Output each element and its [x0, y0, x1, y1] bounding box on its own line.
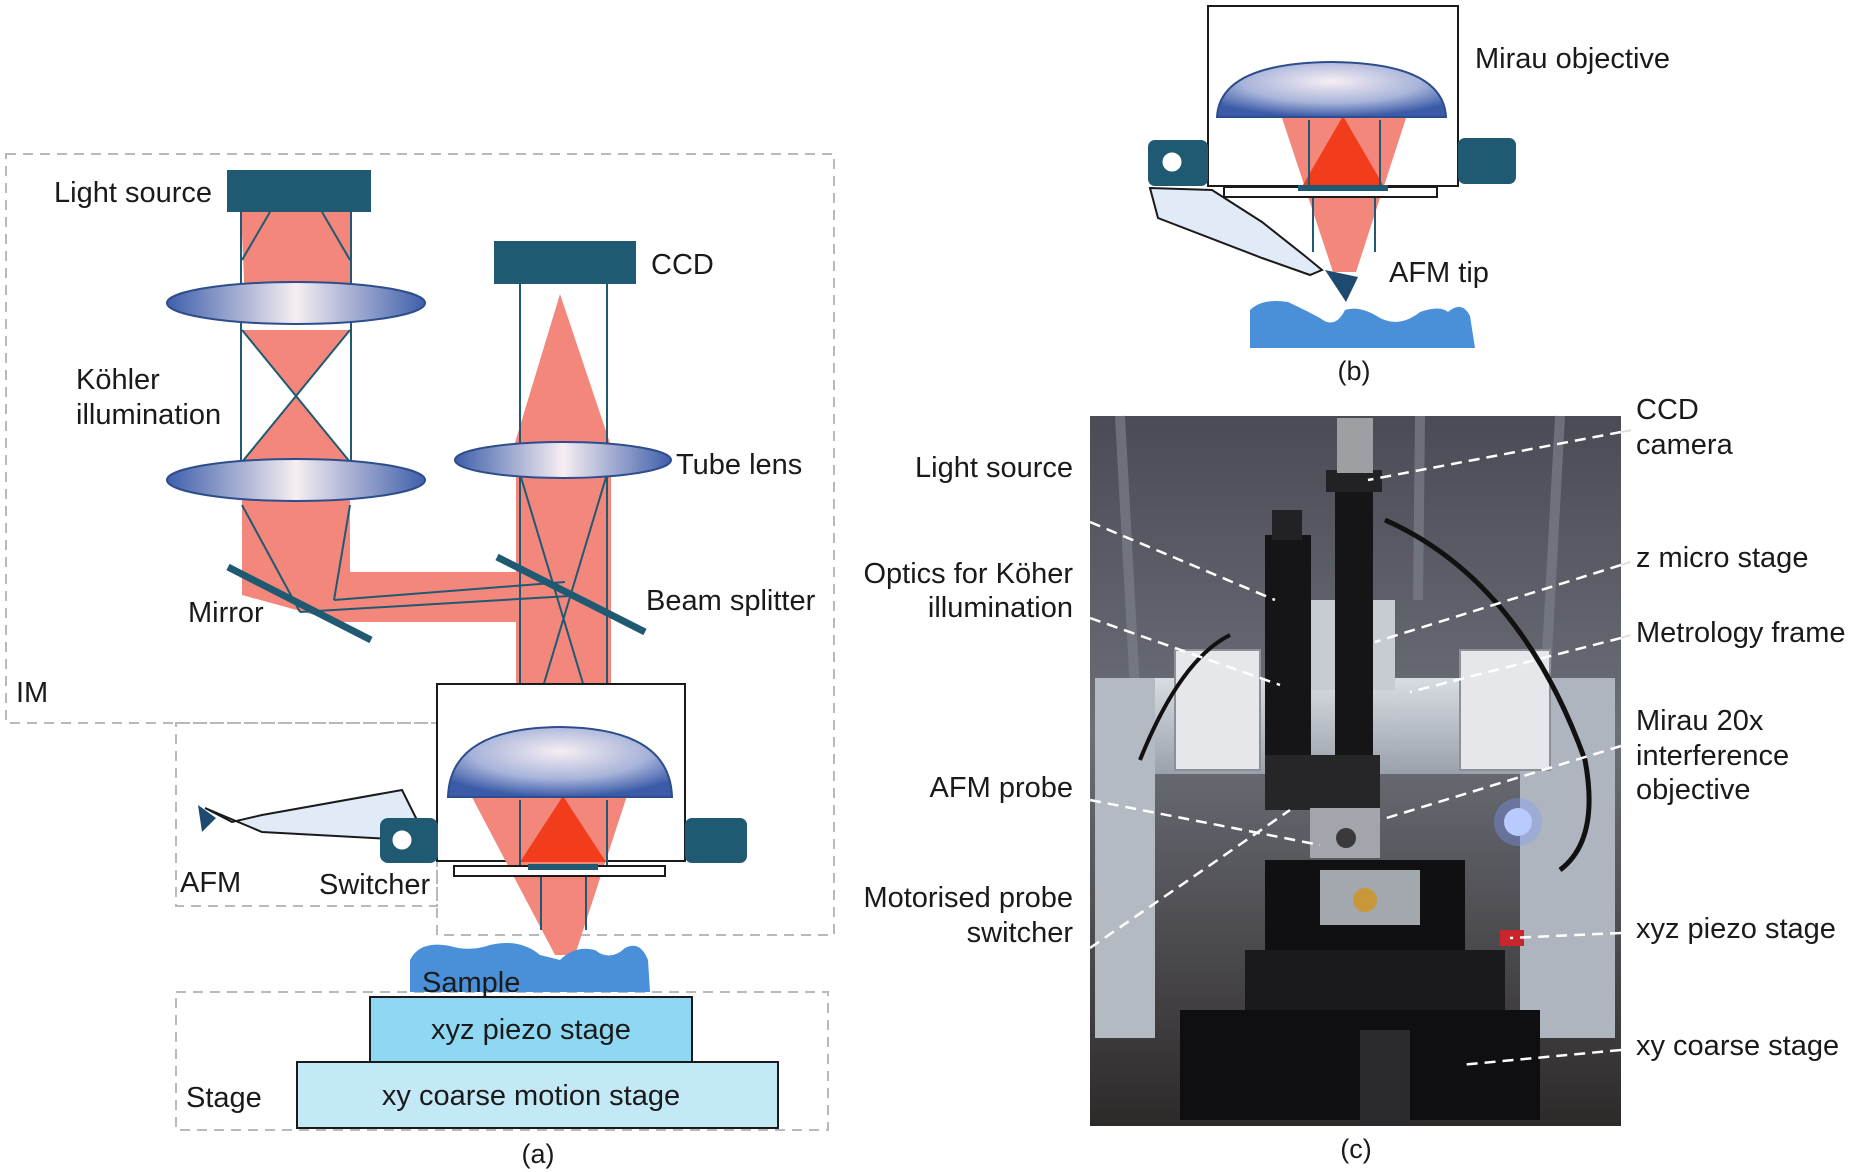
instrument-photo — [1090, 415, 1621, 1126]
label-mirau-objective: Mirau objective — [1475, 43, 1670, 75]
label-c-xyz-piezo-stage: xyz piezo stage — [1636, 913, 1836, 945]
leader-extensions — [1620, 429, 1634, 639]
objective-side-mount — [685, 818, 747, 863]
sample-surface-b — [1250, 301, 1475, 348]
xyz-piezo-stage-block — [369, 996, 693, 1063]
label-c-light-source: Light source — [915, 452, 1073, 484]
caption-c: (c) — [1340, 1134, 1371, 1164]
label-c-metrology-frame: Metrology frame — [1636, 617, 1846, 649]
label-kohler-2: illumination — [76, 399, 221, 431]
afm-dashed-boundary — [175, 722, 438, 907]
label-c-mirau-2: interference — [1636, 740, 1789, 772]
switcher-knob — [389, 827, 415, 853]
panel-a: Light source CCD Köhler illumination Tub… — [5, 153, 835, 1169]
kohler-lens-upper — [166, 281, 426, 325]
caption-b: (b) — [1338, 356, 1371, 386]
label-c-afm-probe: AFM probe — [930, 772, 1073, 804]
label-afm-tip: AFM tip — [1389, 257, 1489, 289]
afm-cantilever-b — [1148, 186, 1324, 277]
label-c-switcher-2: switcher — [967, 917, 1074, 949]
objective-lens — [446, 725, 674, 798]
label-stage: Stage — [186, 1082, 262, 1114]
label-ccd: CCD — [651, 249, 714, 281]
label-c-switcher-1: Motorised probe — [863, 882, 1073, 914]
label-c-mirau-1: Mirau 20x — [1636, 705, 1764, 737]
label-sample: Sample — [422, 967, 520, 999]
switcher-knob-b — [1159, 149, 1185, 175]
objective-side-mount-b — [1458, 138, 1516, 184]
label-light-source: Light source — [54, 177, 212, 209]
tube-lens — [454, 441, 672, 479]
illumination-beam — [241, 212, 351, 301]
leader-lines — [1089, 430, 1622, 1067]
label-c-optics-2: illumination — [928, 592, 1073, 624]
label-im: IM — [16, 677, 48, 709]
objective-focus-triangle-b — [1300, 116, 1386, 190]
label-switcher: Switcher — [319, 869, 431, 901]
objective-rays-b — [1308, 120, 1381, 252]
afm-tip-a — [198, 805, 216, 832]
panel-c: Light source Optics for Köher illuminati… — [863, 394, 1845, 1164]
label-xy-coarse-motion-stage: xy coarse motion stage — [382, 1080, 680, 1112]
label-c-ccd-1: CCD — [1636, 394, 1699, 426]
caption-a: (a) — [522, 1139, 555, 1169]
imaging-beam-cone — [514, 294, 611, 446]
label-c-mirau-3: objective — [1636, 774, 1750, 806]
afm-cantilever — [204, 788, 420, 842]
mirror — [226, 563, 373, 644]
label-c-xy-coarse-stage: xy coarse stage — [1636, 1030, 1839, 1062]
label-afm: AFM — [180, 867, 241, 899]
label-xyz-piezo-stage: xyz piezo stage — [431, 1014, 631, 1046]
label-kohler-1: Köhler — [76, 364, 160, 396]
reference-mirror — [528, 864, 598, 870]
panel-b: Mirau objective AFM tip (b) — [1148, 5, 1670, 386]
label-tube-lens: Tube lens — [676, 449, 802, 481]
beam-splitter — [495, 553, 647, 636]
ccd-box — [494, 241, 636, 284]
reference-mirror-b — [1298, 185, 1388, 191]
afm-tip-b — [1325, 270, 1358, 302]
label-beam-splitter: Beam splitter — [646, 585, 816, 617]
kohler-lens-lower — [166, 458, 426, 502]
light-source-box — [227, 170, 371, 212]
label-c-z-micro-stage: z micro stage — [1636, 542, 1808, 574]
im-dashed-boundary — [5, 153, 835, 936]
objective-focus-triangle — [520, 796, 606, 862]
objective-lens-b — [1215, 60, 1448, 118]
label-c-ccd-2: camera — [1636, 429, 1734, 461]
sample-surface — [410, 942, 650, 992]
xy-coarse-stage-block — [296, 1061, 779, 1129]
label-c-optics-1: Optics for Köher — [863, 558, 1073, 590]
label-mirror: Mirror — [188, 597, 264, 629]
collimated-beam-lower — [242, 500, 535, 622]
